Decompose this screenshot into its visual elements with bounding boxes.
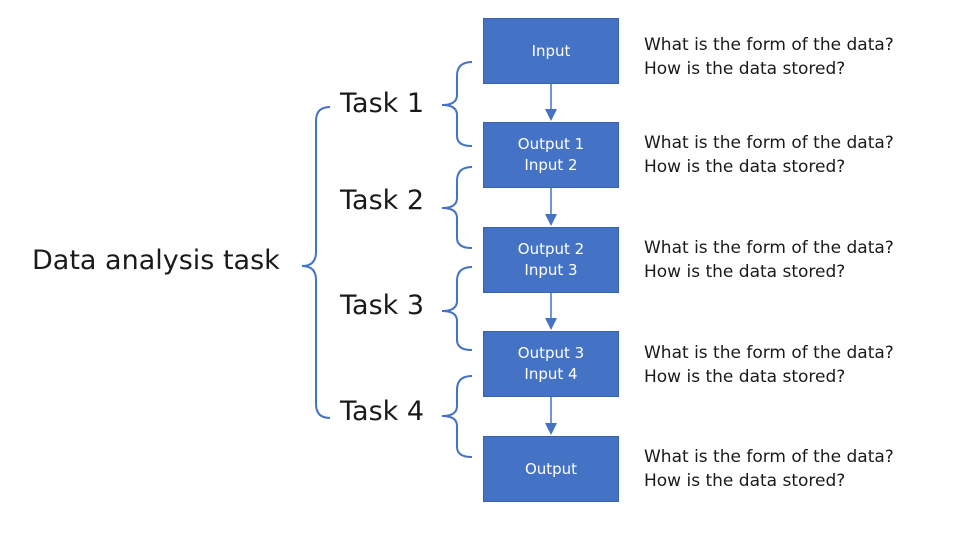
box-line: Input 3 (524, 261, 578, 279)
root-bracket (301, 106, 331, 419)
task-label-2: Task 2 (340, 185, 425, 216)
box-output1-input2: Output 1 Input 2 (483, 122, 619, 188)
box-input: Input (483, 18, 619, 84)
question-storage: How is the data stored? (644, 59, 846, 79)
task2-bracket (441, 166, 473, 249)
box-output: Output (483, 436, 619, 502)
task-label-4: Task 4 (340, 396, 425, 427)
box-output2-input3: Output 2 Input 3 (483, 227, 619, 293)
box-line: Output 2 (517, 240, 585, 258)
question-group-1: What is the form of the data? How is the… (644, 33, 894, 81)
task4-bracket (441, 375, 473, 458)
box-line: Input 2 (524, 156, 578, 174)
question-group-5: What is the form of the data? How is the… (644, 445, 894, 493)
box-line: Input (531, 41, 571, 60)
question-storage: How is the data stored? (644, 157, 846, 177)
question-form: What is the form of the data? (644, 343, 894, 363)
question-storage: How is the data stored? (644, 367, 846, 387)
question-form: What is the form of the data? (644, 238, 894, 258)
box-line: Output 3 (517, 344, 585, 362)
task-label-3: Task 3 (340, 290, 425, 321)
question-storage: How is the data stored? (644, 262, 846, 282)
question-form: What is the form of the data? (644, 447, 894, 467)
task-label-1: Task 1 (340, 88, 425, 119)
box-line: Input 4 (524, 365, 578, 383)
root-label: Data analysis task (32, 245, 280, 276)
question-form: What is the form of the data? (644, 133, 894, 153)
question-group-4: What is the form of the data? How is the… (644, 341, 894, 389)
question-form: What is the form of the data? (644, 35, 894, 55)
box-line: Output (524, 459, 578, 478)
box-output3-input4: Output 3 Input 4 (483, 331, 619, 397)
question-group-3: What is the form of the data? How is the… (644, 236, 894, 284)
question-group-2: What is the form of the data? How is the… (644, 131, 894, 179)
question-storage: How is the data stored? (644, 471, 846, 491)
task1-bracket (441, 61, 473, 147)
box-line: Output 1 (517, 135, 585, 153)
task3-bracket (441, 266, 473, 351)
